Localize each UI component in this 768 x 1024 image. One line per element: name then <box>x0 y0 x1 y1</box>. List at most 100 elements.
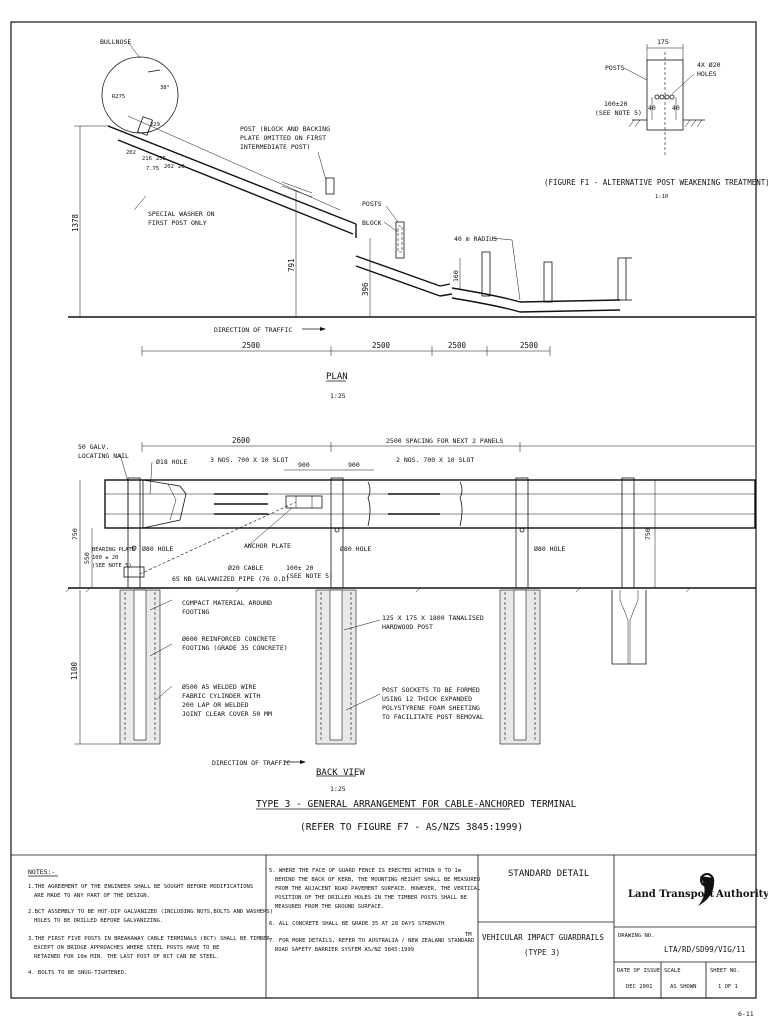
nail-label-2: LOCATING NAIL <box>78 452 129 460</box>
plan-direction: DIRECTION OF TRAFFIC <box>214 326 292 334</box>
plan-title: PLAN <box>326 372 348 382</box>
post-size-1: 125 X 175 X 1800 TANALISED <box>382 614 484 622</box>
back-view <box>65 442 756 810</box>
washer-note-2: FIRST POST ONLY <box>148 219 207 227</box>
back-direction: DIRECTION OF TRAFFIC <box>212 759 290 767</box>
posts-label: POSTS <box>362 200 382 208</box>
sheet-border <box>10 21 757 999</box>
f1-holes-2: HOLES <box>697 70 717 78</box>
post-note-2: PLATE OMITTED ON FIRST <box>240 134 326 142</box>
hole-80b: Ø80 HOLE <box>340 545 371 553</box>
dim-20: 20 <box>178 164 185 170</box>
f1-note: (SEE NOTE 5) <box>595 109 642 117</box>
socket-1: POST SOCKETS TO BE FORMED <box>382 686 480 694</box>
wire-4: JOINT CLEAR COVER 50 MM <box>182 710 272 718</box>
washer-note-1: SPECIAL WASHER ON <box>148 210 215 218</box>
main-title: TYPE 3 - GENERAL ARRANGEMENT FOR CABLE-A… <box>256 799 577 810</box>
nail-label-1: 50 GALV. <box>78 443 109 451</box>
socket-4: TO FACILITATE POST REMOVAL <box>382 713 484 721</box>
f1-posts: POSTS <box>605 64 625 72</box>
cable-label: Ø20 CABLE <box>228 564 263 572</box>
dim-775: 7.75 <box>146 166 159 172</box>
f1-dim-175: 175 <box>657 38 669 46</box>
slot-3: 3 NOS. 700 X 10 SLOT <box>210 456 288 464</box>
height-160: 160 <box>452 270 460 282</box>
scale-value: AS SHOWN <box>670 984 697 990</box>
height-750-right: 750 <box>644 528 652 540</box>
height-550: 550 <box>83 552 91 564</box>
note-5e: MEASURED FROM THE GROUND SURFACE. <box>275 904 384 910</box>
wire-3: 200 LAP OR WELDED <box>182 701 249 709</box>
compact-1: COMPACT MATERIAL AROUND <box>182 599 272 607</box>
note-5a: 5. WHERE THE FACE OF GUARD FENCE IS EREC… <box>269 868 462 874</box>
standard-detail: STANDARD DETAIL <box>508 869 589 879</box>
drawing-title-2: (TYPE 3) <box>524 948 560 957</box>
note-6: 6. ALL CONCRETE SHALL BE GRADE 35 AT 28 … <box>269 921 445 927</box>
note-3a: 3.THE FIRST FIVE POSTS IN BREAKAWAY CABL… <box>28 936 270 942</box>
title-block <box>28 855 756 998</box>
post-size-2: HARDWOOD POST <box>382 623 433 631</box>
bearing-plate-1: BEARING PLATE <box>92 547 135 553</box>
lta-logo-text-b: Authority <box>715 889 768 900</box>
wire-1: Ø500 A5 WELDED WIRE <box>182 683 256 691</box>
note-5b: BEHIND THE BACK OF KERB, THE MOUNTING HE… <box>275 877 480 883</box>
hole-18: Ø18 HOLE <box>156 458 187 466</box>
radius-40m: 40 m RADIUS <box>454 235 497 243</box>
note-1a: 1.THE AGREEMENT OF THE ENGINEER SHALL BE… <box>28 884 253 890</box>
sheet-label: SHEET NO. <box>710 968 740 974</box>
date-label: DATE OF ISSUE <box>617 968 660 974</box>
f1-scale: 1:10 <box>655 194 668 200</box>
trademark: TM <box>465 932 472 938</box>
footing-2: FOOTING (GRADE 35 CONCRETE) <box>182 644 288 652</box>
socket-3: POLYSTYRENE FOAM SHEETING <box>382 704 480 712</box>
footing-1: Ø600 REINFORCED CONCRETE <box>182 635 276 643</box>
angle-label: 38° <box>160 85 170 91</box>
dim-216: 216 <box>142 156 152 162</box>
dim-2600: 2600 <box>232 436 251 445</box>
figure-f1 <box>623 44 705 156</box>
note-3b: EXCEPT ON BRIDGE APPROACHES WHERE STEEL … <box>34 945 219 951</box>
hole-80c: Ø80 HOLE <box>534 545 565 553</box>
cable-note: (SEE NOTE 5) <box>286 572 333 580</box>
note-4: 4. BOLTS TO BE SNUG-TIGHTENED. <box>28 970 127 976</box>
dim-202b: 202 <box>164 164 174 170</box>
dim-900b: 900 <box>348 461 360 469</box>
slot-2: 2 NOS. 700 X 10 SLOT <box>396 456 474 464</box>
pipe-label: 65 NB GALVANIZED PIPE (76 O.D) <box>172 575 289 583</box>
dim-229: 229 <box>150 122 160 128</box>
bearing-plate-3: (SEE NOTE 5) <box>92 563 132 569</box>
scale-label: SCALE <box>664 968 681 974</box>
note-2b: HOLES TO BE DRILLED BEFORE GALVANIZING. <box>34 918 163 924</box>
dim-255: 255 <box>156 156 166 162</box>
anchor-plate: ANCHOR PLATE <box>244 542 291 550</box>
back-view-scale: 1:25 <box>330 785 346 793</box>
drawing-no-label: DRAWING NO. <box>618 933 654 939</box>
f1-title: (FIGURE F1 - ALTERNATIVE POST WEAKENING … <box>544 178 768 187</box>
bullnose-label: BULLNOSE <box>100 38 131 46</box>
height-791: 791 <box>287 258 296 272</box>
plan-dim-1: 2500 <box>242 341 261 350</box>
drawing-no: LTA/RD/SD99/VIG/11 <box>664 945 745 954</box>
block-label: BLOCK <box>362 219 382 227</box>
plan-scale: 1:25 <box>330 392 346 400</box>
notes-header: NOTES:- <box>28 868 55 876</box>
plan-dim-2: 2500 <box>372 341 391 350</box>
sheet-value: 1 OF 1 <box>718 984 738 990</box>
note-7a: 7. FOR MORE DETAILS, REFER TO AUSTRALIA … <box>269 938 474 944</box>
post-note-1: POST (BLOCK AND BACKING <box>240 125 330 133</box>
compact-2: FOOTING <box>182 608 209 616</box>
f1-height: 100±20 <box>604 100 628 108</box>
plan-view <box>68 41 755 382</box>
f1-dim-40b: 40 <box>672 104 680 112</box>
dim-900a: 900 <box>298 461 310 469</box>
height-396: 396 <box>361 282 370 296</box>
panel-spacing: 2500 SPACING FOR NEXT 2 PANELS <box>386 437 503 445</box>
post-note-3: INTERMEDIATE POST) <box>240 143 310 151</box>
wire-2: FABRIC CYLINDER WITH <box>182 692 260 700</box>
cable-dim: 100± 20 <box>286 564 313 572</box>
note-2a: 2.BCT ASSEMBLY TO BE HOT-DIP GALVANIZED … <box>28 909 273 915</box>
note-1b: ARE MADE TO ANY PART OF THE DESIGN. <box>34 893 150 899</box>
back-view-title: BACK VIEW <box>316 768 365 778</box>
socket-2: USING 12 THICK EXPANDED <box>382 695 472 703</box>
radius-label: R275 <box>112 94 125 100</box>
